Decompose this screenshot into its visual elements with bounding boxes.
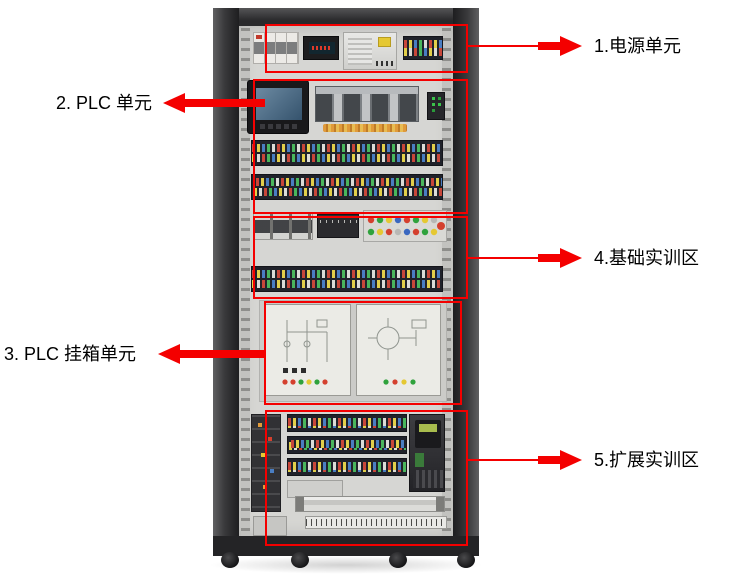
terminal-strip-3 xyxy=(251,266,443,292)
breaker-red-chip xyxy=(256,35,262,39)
callout-4-arrow-head xyxy=(560,248,582,268)
io-stack-wires xyxy=(258,423,262,427)
linear-rail xyxy=(295,496,445,512)
region-box-hangbox xyxy=(264,301,462,405)
caster-wheel xyxy=(389,552,407,568)
ext-terminal-strip-1 xyxy=(287,414,407,432)
caster-wheel xyxy=(457,552,475,568)
callout-2-arrow-head xyxy=(163,93,185,113)
region-box-plc xyxy=(253,79,468,214)
psu-terminals xyxy=(376,61,394,66)
indicator-lights xyxy=(367,216,445,236)
psu-label xyxy=(378,37,391,47)
callout-3-arrow-tail xyxy=(180,350,265,358)
psu-vents xyxy=(348,37,372,65)
terminal-strip-2 xyxy=(251,174,443,200)
callout-label-4: 4.基础实训区 xyxy=(594,248,700,268)
indicator-panel-face xyxy=(363,210,447,242)
callout-5-arrow-tail xyxy=(538,456,562,464)
ethernet-switch xyxy=(427,92,445,120)
region-box-power xyxy=(265,24,468,73)
hangbox-right-lamps xyxy=(383,379,416,385)
region-box-basic-training xyxy=(253,216,468,299)
plc-hangbox-right xyxy=(356,304,441,396)
mounting-rail-right xyxy=(442,28,451,536)
vfd-heatsink xyxy=(413,470,443,488)
relay-block xyxy=(317,214,359,238)
ext-small-box xyxy=(253,516,287,536)
power-supply xyxy=(343,32,397,70)
meter-digits xyxy=(312,46,330,50)
rail-endcap-right xyxy=(436,497,444,511)
plc-hangbox-left xyxy=(265,304,351,396)
ext-terminal-strip-2 xyxy=(287,436,407,454)
cabinet xyxy=(211,6,481,576)
terminal-block-small xyxy=(403,36,443,60)
vfd-pcb xyxy=(415,453,424,467)
hangbox-left-switches xyxy=(283,368,306,373)
hmi-keys xyxy=(260,124,298,129)
hangbox-left-lamps xyxy=(282,379,328,385)
cabinet-base xyxy=(213,536,479,556)
caster-wheel xyxy=(221,552,239,568)
vfd-drive xyxy=(409,414,445,492)
switch-leds xyxy=(432,97,435,100)
callout-5-line xyxy=(468,459,538,461)
breaker-group xyxy=(253,32,299,64)
hangbox-diagram-right xyxy=(368,318,427,360)
region-box-extended xyxy=(265,410,468,546)
callout-1-line xyxy=(468,45,538,47)
plc-wiring xyxy=(323,124,407,132)
digital-meter xyxy=(303,36,339,60)
vfd-display xyxy=(419,424,437,432)
cabinet-top-cap xyxy=(213,8,479,26)
hangbox-diagram-left xyxy=(283,319,328,362)
callout-label-5: 5.扩展实训区 xyxy=(594,450,700,470)
rail-endcap-left xyxy=(296,497,304,511)
callout-2-arrow-tail xyxy=(185,99,265,107)
ext-terminal-strip-3 xyxy=(287,458,407,476)
callout-3-arrow-head xyxy=(158,344,180,364)
floor-shadow xyxy=(208,556,484,574)
long-terminal-strip xyxy=(305,516,447,529)
callout-1-arrow-tail xyxy=(538,42,562,50)
callout-label-3: 3. PLC 挂箱单元 xyxy=(4,344,137,364)
terminal-strip-1 xyxy=(251,140,443,166)
cabinet-left-post xyxy=(213,8,239,556)
callout-4-line xyxy=(468,257,538,259)
callout-label-1: 1.电源单元 xyxy=(594,36,682,56)
mounting-rail-left xyxy=(241,28,250,536)
callout-4-arrow-tail xyxy=(538,254,562,262)
plc-rack xyxy=(315,86,419,122)
callout-1-arrow-head xyxy=(560,36,582,56)
callout-label-2: 2. PLC 单元 xyxy=(56,93,153,113)
indicator-panel xyxy=(363,210,447,242)
callout-5-arrow-head xyxy=(560,450,582,470)
caster-wheel xyxy=(291,552,309,568)
